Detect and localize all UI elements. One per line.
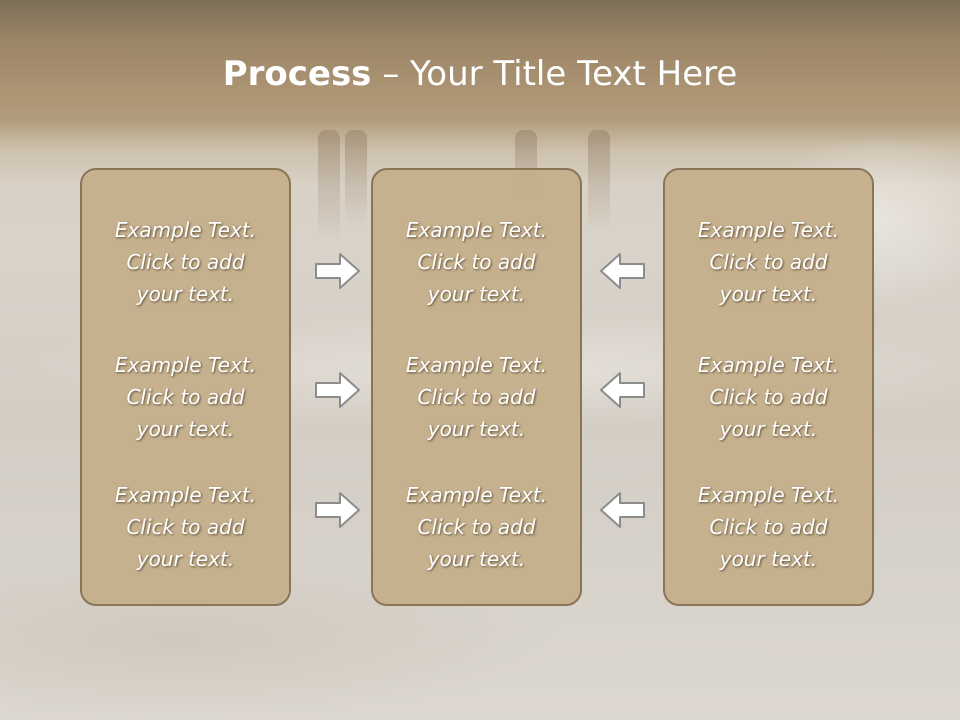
- process-panel-left[interactable]: Example Text. Click to add your text. Ex…: [80, 168, 291, 606]
- background-figure: [588, 130, 610, 230]
- background-figure: [318, 130, 340, 240]
- process-panel-right[interactable]: Example Text. Click to add your text. Ex…: [663, 168, 874, 606]
- text-line: your text.: [719, 282, 818, 306]
- panel-text-block[interactable]: Example Text. Click to add your text.: [665, 349, 872, 445]
- arrow-right-icon: [315, 372, 360, 408]
- text-line: Click to add: [126, 515, 245, 539]
- text-line: your text.: [427, 282, 526, 306]
- text-line: Example Text.: [405, 483, 548, 507]
- panel-text-block[interactable]: Example Text. Click to add your text.: [665, 214, 872, 310]
- text-line: Click to add: [709, 515, 828, 539]
- process-panel-center[interactable]: Example Text. Click to add your text. Ex…: [371, 168, 582, 606]
- text-line: your text.: [719, 547, 818, 571]
- title-rest-part: – Your Title Text Here: [371, 54, 738, 94]
- text-line: Click to add: [709, 385, 828, 409]
- text-line: Example Text.: [697, 218, 840, 242]
- slide-title[interactable]: Process – Your Title Text Here: [0, 50, 960, 98]
- text-line: Click to add: [126, 385, 245, 409]
- text-line: your text.: [427, 547, 526, 571]
- text-line: your text.: [719, 417, 818, 441]
- text-line: Click to add: [417, 385, 536, 409]
- text-line: Example Text.: [114, 483, 257, 507]
- text-line: your text.: [136, 547, 235, 571]
- text-line: Click to add: [417, 250, 536, 274]
- text-line: Click to add: [417, 515, 536, 539]
- text-line: your text.: [136, 282, 235, 306]
- text-line: Example Text.: [405, 218, 548, 242]
- text-line: Example Text.: [697, 353, 840, 377]
- panel-text-block[interactable]: Example Text. Click to add your text.: [82, 214, 289, 310]
- panel-text-block[interactable]: Example Text. Click to add your text.: [373, 214, 580, 310]
- arrow-left-icon: [600, 372, 645, 408]
- panel-text-block[interactable]: Example Text. Click to add your text.: [373, 349, 580, 445]
- title-bold-part: Process: [222, 54, 372, 94]
- arrow-left-icon: [600, 492, 645, 528]
- panel-text-block[interactable]: Example Text. Click to add your text.: [373, 479, 580, 575]
- text-line: your text.: [136, 417, 235, 441]
- arrow-right-icon: [315, 253, 360, 289]
- panel-text-block[interactable]: Example Text. Click to add your text.: [665, 479, 872, 575]
- text-line: Click to add: [126, 250, 245, 274]
- panel-text-block[interactable]: Example Text. Click to add your text.: [82, 479, 289, 575]
- text-line: Example Text.: [114, 353, 257, 377]
- text-line: Example Text.: [697, 483, 840, 507]
- text-line: your text.: [427, 417, 526, 441]
- text-line: Click to add: [709, 250, 828, 274]
- text-line: Example Text.: [405, 353, 548, 377]
- panel-text-block[interactable]: Example Text. Click to add your text.: [82, 349, 289, 445]
- background-figure: [345, 130, 367, 225]
- text-line: Example Text.: [114, 218, 257, 242]
- arrow-right-icon: [315, 492, 360, 528]
- arrow-left-icon: [600, 253, 645, 289]
